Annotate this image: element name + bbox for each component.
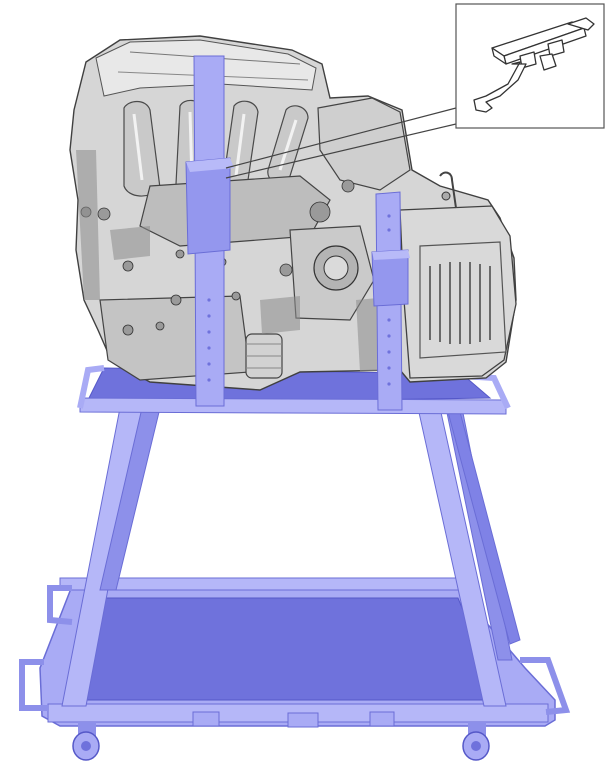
callout-leader-upper	[225, 107, 457, 169]
left-post-clamp	[185, 157, 231, 255]
lower-front-tab-mid	[287, 712, 319, 728]
left-post-holes	[207, 298, 211, 382]
mounting-posts	[185, 55, 410, 411]
callout-leader-lower	[225, 123, 457, 179]
lower-tray-surface	[79, 597, 501, 701]
mid-left-loop	[47, 585, 73, 625]
caster-front-left	[72, 722, 100, 761]
transmission-ribs	[429, 262, 491, 344]
oil-pan-engine	[99, 295, 251, 381]
detail-callout	[225, 3, 605, 179]
right-post-holes	[387, 214, 391, 386]
bellhousing	[289, 225, 375, 321]
lower-right-handle	[520, 657, 571, 715]
stand-frame	[19, 365, 571, 761]
lifting-bracket-icon	[473, 17, 595, 113]
mid-back-rail	[59, 577, 471, 591]
upper-tray-front-rail	[79, 397, 507, 415]
transmission-breather	[439, 171, 457, 209]
upper-left-handle	[77, 365, 105, 409]
engine-assembly	[69, 35, 517, 391]
lower-front-tab-left	[192, 711, 220, 727]
oil-filter	[245, 333, 283, 379]
caster-front-right	[462, 722, 490, 761]
lower-front-tab-right	[369, 711, 395, 727]
lower-left-handle	[19, 659, 48, 711]
